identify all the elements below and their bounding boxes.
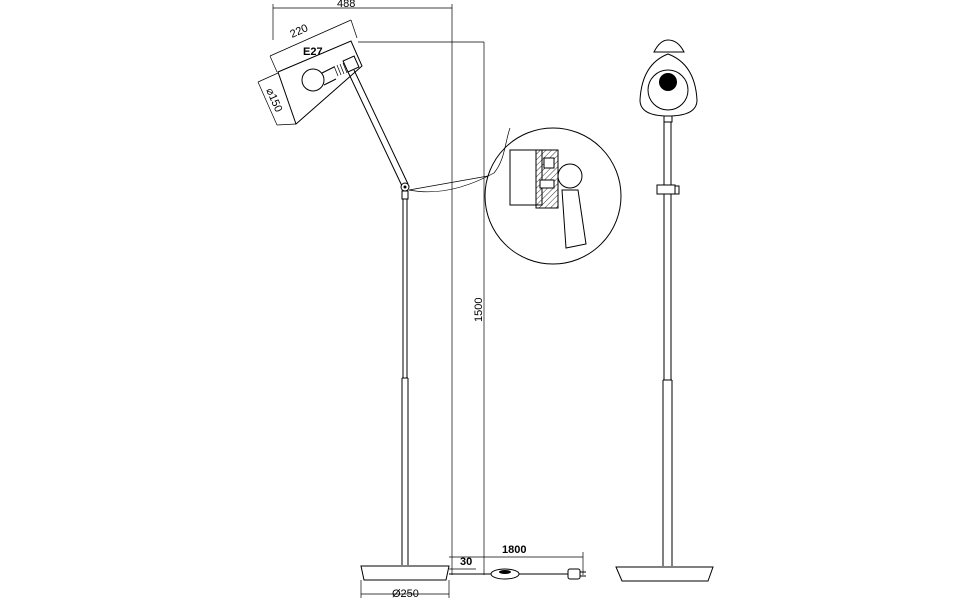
plug	[567, 568, 581, 580]
joint-detail	[484, 127, 622, 265]
dim-488-label: 488	[337, 0, 355, 10]
lamp-pole-side	[401, 190, 409, 565]
lamp-shade-side: E27	[277, 40, 363, 125]
socket-e27-label: E27	[303, 46, 323, 58]
dim-30-label: 30	[460, 556, 472, 568]
detail-leader	[408, 127, 511, 193]
dim-1800-label: 1800	[502, 544, 526, 556]
power-cord	[449, 568, 586, 580]
side-view: 488 220 E27 ⌀150	[257, 0, 586, 600]
dim-250-label: Ø250	[392, 588, 419, 600]
dimension-488: 488	[272, 0, 453, 575]
dim-220-label: 220	[288, 22, 310, 40]
dimension-cord: 1800 30	[449, 544, 584, 575]
lamp-base-front	[615, 566, 714, 582]
dim-1500-label: 1500	[473, 298, 485, 322]
lamp-arm	[347, 69, 410, 192]
front-joint	[656, 184, 676, 195]
dim-150-label: ⌀150	[263, 86, 284, 114]
front-view	[615, 39, 714, 582]
lamp-base-side: Ø250	[360, 565, 450, 600]
dimension-1500: 1500	[473, 42, 485, 575]
